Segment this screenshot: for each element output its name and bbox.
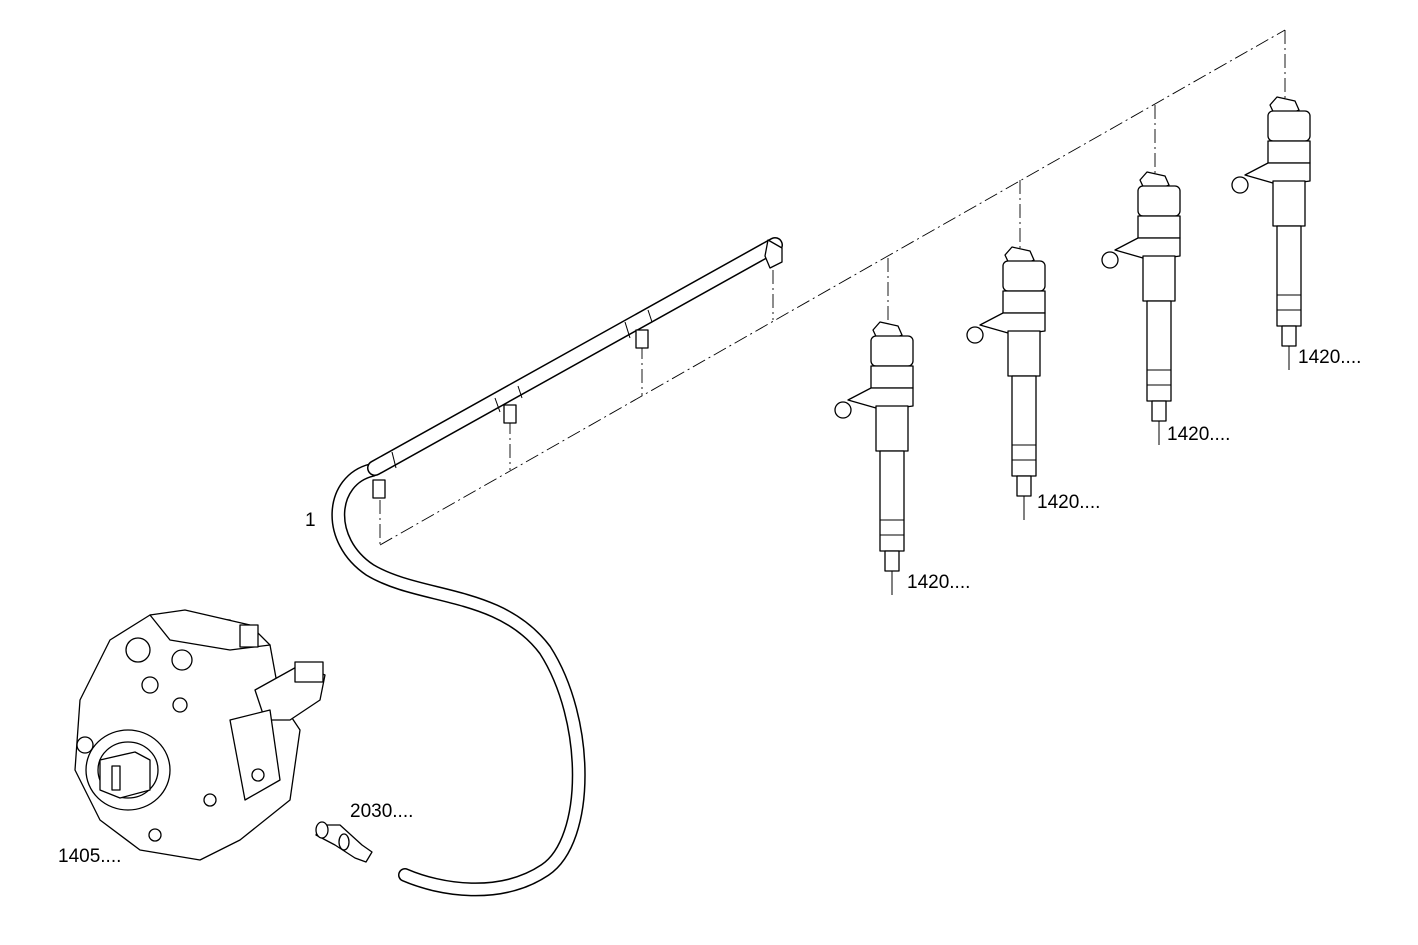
label-injector-4: 1420.... [1298, 347, 1361, 368]
return-rail [367, 237, 783, 499]
label-injector-2: 1420.... [1037, 492, 1100, 513]
label-injector-3: 1420.... [1167, 424, 1230, 445]
label-pump: 1405.... [58, 846, 121, 867]
rail-tee-3 [624, 309, 653, 349]
return-hose [331, 463, 586, 897]
label-injector-1: 1420.... [907, 572, 970, 593]
label-return-line: 1 [305, 510, 316, 531]
label-fitting: 2030.... [350, 801, 413, 822]
injector-4 [1231, 96, 1311, 370]
injector-2 [966, 246, 1046, 520]
rail-tee-1 [372, 451, 397, 499]
rail-tee-2 [494, 385, 523, 424]
injector-1 [834, 321, 914, 595]
fitting [315, 821, 373, 863]
high-pressure-pump [74, 609, 326, 861]
injector-3 [1101, 171, 1181, 445]
